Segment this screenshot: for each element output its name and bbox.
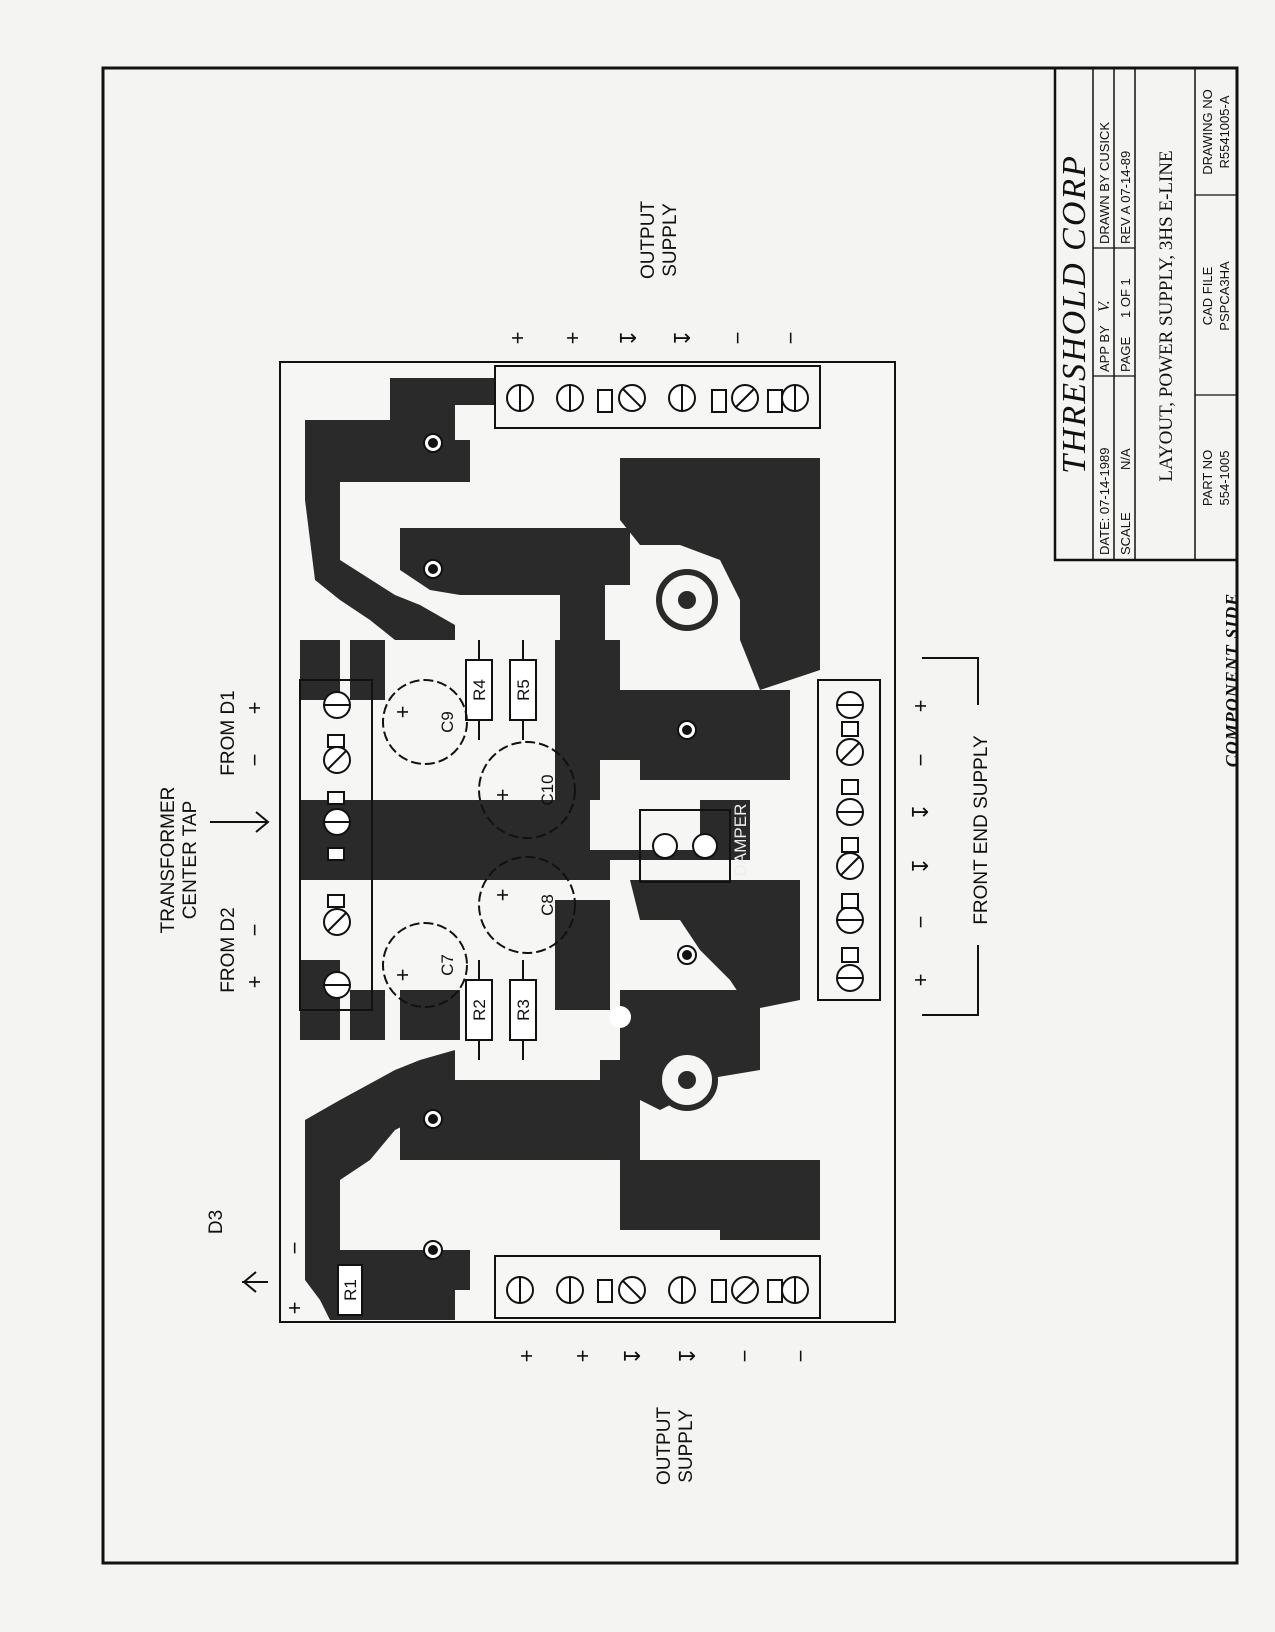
from-d1-label: FROM D1 <box>218 690 239 776</box>
d3-arrow <box>242 1271 268 1293</box>
title-block: THRESHOLD CORP DATE: 07-14-1989 APP BY V… <box>1053 66 1239 562</box>
page-border <box>101 66 1239 1565</box>
board-minus-corner: − <box>282 1242 307 1255</box>
svg-text:↧: ↧ <box>675 1347 700 1365</box>
from-d1-plus: + <box>242 702 267 715</box>
resistor-r3 <box>509 979 537 1041</box>
resistor-r1 <box>337 1264 363 1316</box>
resistors <box>337 640 537 1316</box>
svg-text:−: − <box>908 916 933 929</box>
svg-text:−: − <box>778 332 803 345</box>
part-no-label: PART NO <box>1200 450 1215 506</box>
output-supply-top-line2: SUPPLY <box>660 203 681 277</box>
output-bottom-polarity: + + ↧ ↧ − − <box>514 1347 813 1365</box>
output-terminal-top <box>494 365 821 429</box>
from-d2-minus: − <box>242 924 267 937</box>
svg-text:−: − <box>788 1350 813 1363</box>
capacitor-c7 <box>382 922 468 1008</box>
capacitor-c8 <box>478 856 576 954</box>
small-pads <box>423 433 697 1260</box>
capacitors <box>382 679 576 1008</box>
from-d1-minus: − <box>242 754 267 767</box>
ref-r1: R1 <box>341 1279 360 1301</box>
output-supply-bottom-line2: SUPPLY <box>676 1409 697 1483</box>
app-by-label: APP BY <box>1097 325 1112 372</box>
company-name: THRESHOLD CORP <box>1056 154 1093 474</box>
c10-plus: + <box>490 789 515 802</box>
mounting-hole <box>609 1006 631 1028</box>
front-end-supply-label: FRONT END SUPPLY <box>971 735 992 925</box>
ref-c7: C7 <box>438 954 457 976</box>
d3-label: D3 <box>206 1210 227 1234</box>
front-end-bracket <box>922 657 979 1016</box>
svg-text:+: + <box>908 974 933 987</box>
capacitor-c10 <box>478 741 576 839</box>
transformer-label-line2: CENTER TAP <box>180 801 201 920</box>
svg-text:↧: ↧ <box>908 857 933 875</box>
center-tap-arrow <box>210 811 270 833</box>
large-pads <box>656 569 718 1111</box>
c9-plus: + <box>390 706 415 719</box>
cad-file-label: CAD FILE <box>1200 266 1215 325</box>
c7-plus: + <box>390 969 415 982</box>
component-side-label: COMPONENT SIDE <box>1222 593 1242 768</box>
rev-text: REV A 07-14-89 <box>1118 151 1133 244</box>
drawing-no-label: DRAWING NO <box>1200 89 1215 174</box>
damper-component <box>639 809 731 883</box>
page-label: PAGE <box>1118 337 1133 372</box>
ref-c9: C9 <box>438 711 457 733</box>
front-end-polarity: + − ↧ ↧ − + <box>908 700 933 987</box>
page-value: 1 OF 1 <box>1118 278 1133 318</box>
ref-c10: C10 <box>538 774 557 805</box>
ref-r3: R3 <box>514 999 533 1021</box>
board-plus-corner: + <box>282 1302 307 1315</box>
output-supply-top-line1: OUTPUT <box>638 201 659 280</box>
output-supply-bottom-line1: OUTPUT <box>654 1407 675 1486</box>
app-by-initials: V. <box>1096 300 1113 312</box>
svg-text:−: − <box>725 332 750 345</box>
scale-label: SCALE <box>1118 512 1133 555</box>
drawing-title: LAYOUT, POWER SUPPLY, 3HS E-LINE <box>1156 150 1177 481</box>
ref-c8: C8 <box>538 894 557 916</box>
output-terminal-bottom <box>494 1255 821 1319</box>
ref-r2: R2 <box>470 999 489 1021</box>
svg-text:+: + <box>908 700 933 713</box>
svg-text:+: + <box>560 332 585 345</box>
drawn-by-text: DRAWN BY CUSICK <box>1097 122 1112 244</box>
resistor-r2 <box>465 979 493 1041</box>
svg-text:−: − <box>908 754 933 767</box>
svg-text:−: − <box>732 1350 757 1363</box>
transformer-label-line1: TRANSFORMER <box>158 787 179 934</box>
svg-text:+: + <box>570 1350 595 1363</box>
svg-text:+: + <box>505 332 530 345</box>
part-no-value: 554-1005 <box>1217 451 1232 506</box>
from-d2-label: FROM D2 <box>218 907 239 993</box>
pcb-board: R4 R5 R2 R3 R1 C9 C10 C8 C7 DAMPER + + +… <box>279 361 896 1323</box>
drawing-no-value: R5541005-A <box>1217 95 1232 168</box>
ref-damper: DAMPER <box>731 804 750 877</box>
svg-text:↧: ↧ <box>670 329 695 347</box>
cad-file-value: PSPCA3HA <box>1217 261 1232 331</box>
svg-text:↧: ↧ <box>616 329 641 347</box>
front-end-terminal <box>817 679 881 1001</box>
svg-text:↧: ↧ <box>908 803 933 821</box>
rectifier-top <box>299 679 373 1011</box>
resistor-r5 <box>509 659 537 721</box>
from-d2-plus: + <box>242 976 267 989</box>
output-top-polarity: + + ↧ ↧ − − <box>505 329 803 347</box>
svg-text:↧: ↧ <box>620 1347 645 1365</box>
svg-text:+: + <box>514 1350 539 1363</box>
c8-plus: + <box>490 889 515 902</box>
date-text: DATE: 07-14-1989 <box>1097 448 1112 555</box>
ref-r5: R5 <box>514 679 533 701</box>
capacitor-c9 <box>382 679 468 765</box>
scale-value: N/A <box>1118 448 1133 470</box>
ref-r4: R4 <box>470 679 489 701</box>
